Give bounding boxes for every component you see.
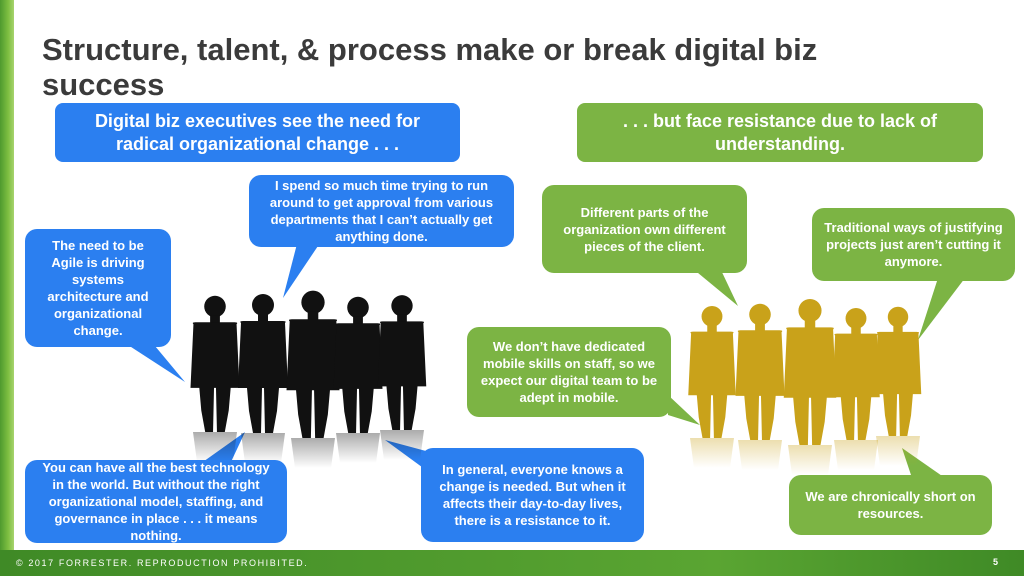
banner-left: Digital biz executives see the need for … (55, 103, 460, 162)
quote-bubble-different-parts: Different parts of the organization own … (542, 185, 747, 273)
quote-bubble-traditional: Traditional ways of justifying projects … (812, 208, 1015, 281)
page-number: 5 (992, 557, 998, 567)
quote-bubble-best-tech: You can have all the best technology in … (25, 460, 287, 543)
silhouettes-dark (190, 290, 427, 438)
quote-bubble-in-general: In general, everyone knows a change is n… (421, 448, 644, 542)
copyright-text: © 2017 FORRESTER. REPRODUCTION PROHIBITE… (16, 558, 309, 568)
bubble-tail-agile (128, 340, 185, 382)
footer-bar: © 2017 FORRESTER. REPRODUCTION PROHIBITE… (0, 550, 1024, 576)
bubble-tail-traditional (918, 278, 965, 340)
quote-bubble-approval: I spend so much time trying to run aroun… (249, 175, 514, 247)
quote-bubble-agile: The need to be Agile is driving systems … (25, 229, 171, 347)
quote-bubble-short: We are chronically short on resources. (789, 475, 992, 535)
slide-title: Structure, talent, & process make or bre… (42, 32, 818, 102)
silhouettes-gold (688, 299, 922, 445)
bubble-tail-different-parts (692, 268, 738, 306)
bubble-tail-mobile (668, 395, 700, 425)
left-accent-bar (0, 0, 14, 576)
quote-bubble-mobile: We don’t have dedicated mobile skills on… (467, 327, 671, 417)
banner-right: . . . but face resistance due to lack of… (577, 103, 983, 162)
bubble-tail-approval (283, 240, 322, 298)
